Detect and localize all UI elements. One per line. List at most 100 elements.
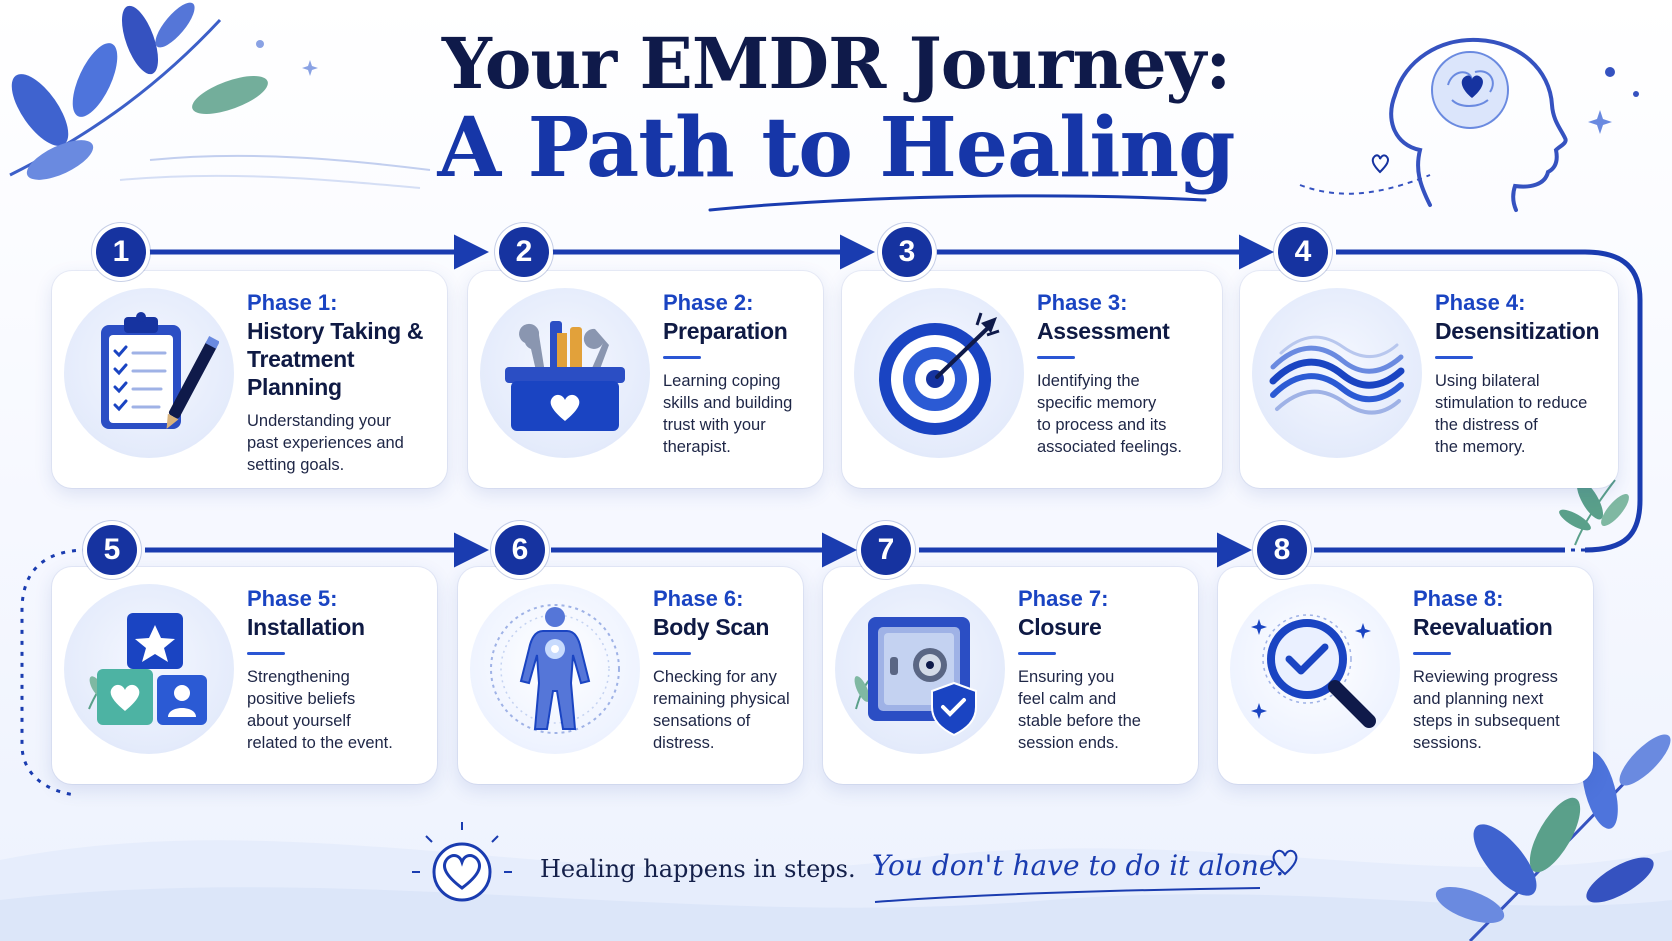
phase-text: Phase 5: Installation Strengthening posi…: [247, 585, 427, 754]
phase-name-line-1: Assessment: [1037, 318, 1170, 344]
phase-desc-line-3: stable before the: [1018, 712, 1141, 730]
icon-disc: [1252, 288, 1422, 458]
phase-name-line-1: Preparation: [663, 318, 788, 344]
phase-card-8: Phase 8: Reevaluation Reviewing progress…: [1218, 567, 1593, 784]
phase-card-6: Phase 6: Body Scan Checking for any rema…: [458, 567, 803, 784]
spacer: [247, 401, 437, 410]
phase-desc-line-4: associated feelings.: [1037, 438, 1182, 456]
icon-disc: [64, 584, 234, 754]
phase-name-line-1: Reevaluation: [1413, 614, 1553, 640]
phase-name-line-1: Desensitization: [1435, 318, 1600, 344]
footer-tagline: Healing happens in steps.: [540, 855, 856, 883]
phase-desc-line-4: sessions.: [1413, 734, 1482, 752]
phase-text: Phase 1: History Taking & Treatment Plan…: [247, 289, 437, 476]
phase-divider: [653, 652, 691, 655]
phase-card-1: Phase 1: History Taking & Treatment Plan…: [52, 271, 447, 488]
step-badge-1: 1: [96, 227, 146, 277]
phase-card-5: Phase 5: Installation Strengthening posi…: [52, 567, 437, 784]
phase-label: Phase 6:: [653, 586, 744, 611]
icon-disc: [835, 584, 1005, 754]
phase-name-line-1: Installation: [247, 614, 365, 640]
building-blocks-icon: [88, 613, 207, 725]
phase-desc-line-2: positive beliefs: [247, 690, 356, 708]
title-line-1: Your EMDR Journey:: [441, 22, 1231, 105]
phase-desc-line-1: Identifying the: [1037, 372, 1140, 390]
phase-desc-line-2: specific memory: [1037, 394, 1157, 412]
title-line-2: A Path to Healing: [437, 100, 1236, 196]
phase-desc-line-2: remaining physical: [653, 690, 790, 708]
phase-desc-line-3: to process and its: [1037, 416, 1167, 434]
phase-desc-line-4: therapist.: [663, 438, 731, 456]
phase-divider: [663, 356, 701, 359]
phase-name-line-1: History Taking &: [247, 318, 424, 344]
phase-desc-line-2: stimulation to reduce: [1435, 394, 1588, 412]
phase-divider: [1018, 652, 1056, 655]
phase-text: Phase 8: Reevaluation Reviewing progress…: [1413, 585, 1583, 754]
phase-desc-line-2: and planning next: [1413, 690, 1544, 708]
icon-disc: [480, 288, 650, 458]
footer-heart-icon: [412, 822, 512, 902]
icon-disc: [64, 288, 234, 458]
step-badge-8: 8: [1257, 525, 1307, 575]
phase-text: Phase 4: Desensitization Using bilateral…: [1435, 289, 1608, 458]
phase-text: Phase 6: Body Scan Checking for any rema…: [653, 585, 793, 754]
phase-desc-line-2: skills and building: [663, 394, 793, 412]
phase-card-7: Phase 7: Closure Ensuring you feel calm …: [823, 567, 1198, 784]
phase-divider: [1435, 356, 1473, 359]
toolbox-icon: [505, 321, 625, 431]
phase-text: Phase 7: Closure Ensuring you feel calm …: [1018, 585, 1188, 754]
phase-name-line-1: Closure: [1018, 614, 1102, 640]
phase-desc-line-4: the memory.: [1435, 438, 1526, 456]
icon-disc: [470, 584, 640, 754]
phase-desc-line-3: the distress of: [1435, 416, 1538, 434]
step-badge-4: 4: [1278, 227, 1328, 277]
phase-desc-line-1: Checking for any: [653, 668, 777, 686]
phase-card-3: Phase 3: Assessment Identifying the spec…: [842, 271, 1222, 488]
phase-desc-line-4: distress.: [653, 734, 715, 752]
phase-desc-line-1: Ensuring you: [1018, 668, 1115, 686]
phase-desc-line-1: Learning coping: [663, 372, 781, 390]
phase-label: Phase 1:: [247, 290, 338, 315]
phase-desc-line-1: Understanding your: [247, 412, 392, 430]
phase-name-line-1: Body Scan: [653, 614, 770, 640]
step-badge-7: 7: [861, 525, 911, 575]
phase-label: Phase 2:: [663, 290, 754, 315]
phase-text: Phase 3: Assessment Identifying the spec…: [1037, 289, 1212, 458]
body-scan-icon: [490, 604, 620, 734]
phase-desc-line-3: steps in subsequent: [1413, 712, 1560, 730]
clipboard-checklist-icon: [101, 312, 219, 429]
phase-label: Phase 7:: [1018, 586, 1109, 611]
phase-text: Phase 2: Preparation Learning coping ski…: [663, 289, 813, 458]
step-badge-2: 2: [499, 227, 549, 277]
phase-desc-line-2: feel calm and: [1018, 690, 1117, 708]
phase-desc-line-3: sensations of: [653, 712, 751, 730]
phase-desc-line-1: Using bilateral: [1435, 372, 1540, 390]
phase-card-2: Phase 2: Preparation Learning coping ski…: [468, 271, 823, 488]
phase-divider: [247, 652, 285, 655]
phase-desc-line-1: Strengthening: [247, 668, 350, 686]
safe-shield-icon: [854, 617, 977, 737]
phase-desc-line-4: related to the event.: [247, 734, 393, 752]
phase-desc-line-3: setting goals.: [247, 456, 345, 474]
phase-desc-line-3: trust with your: [663, 416, 766, 434]
phase-label: Phase 8:: [1413, 586, 1504, 611]
waves-icon: [1269, 335, 1405, 415]
icon-disc: [1230, 584, 1400, 754]
phase-desc-line-3: about yourself: [247, 712, 351, 730]
step-badge-5: 5: [87, 525, 137, 575]
icon-disc: [854, 288, 1024, 458]
phase-label: Phase 5:: [247, 586, 338, 611]
target-arrow-icon: [879, 312, 1000, 435]
phase-divider: [1037, 356, 1075, 359]
phase-desc-line-1: Reviewing progress: [1413, 668, 1558, 686]
phase-desc-line-2: past experiences and: [247, 434, 404, 452]
phase-divider: [1413, 652, 1451, 655]
magnifier-check-icon: [1251, 614, 1376, 728]
phase-card-4: Phase 4: Desensitization Using bilateral…: [1240, 271, 1618, 488]
step-badge-6: 6: [495, 525, 545, 575]
footer-script-message: You don't have to do it alone.: [872, 849, 1285, 882]
step-badge-3: 3: [882, 227, 932, 277]
phase-label: Phase 4:: [1435, 290, 1526, 315]
phase-desc-line-4: session ends.: [1018, 734, 1119, 752]
phase-label: Phase 3:: [1037, 290, 1128, 315]
